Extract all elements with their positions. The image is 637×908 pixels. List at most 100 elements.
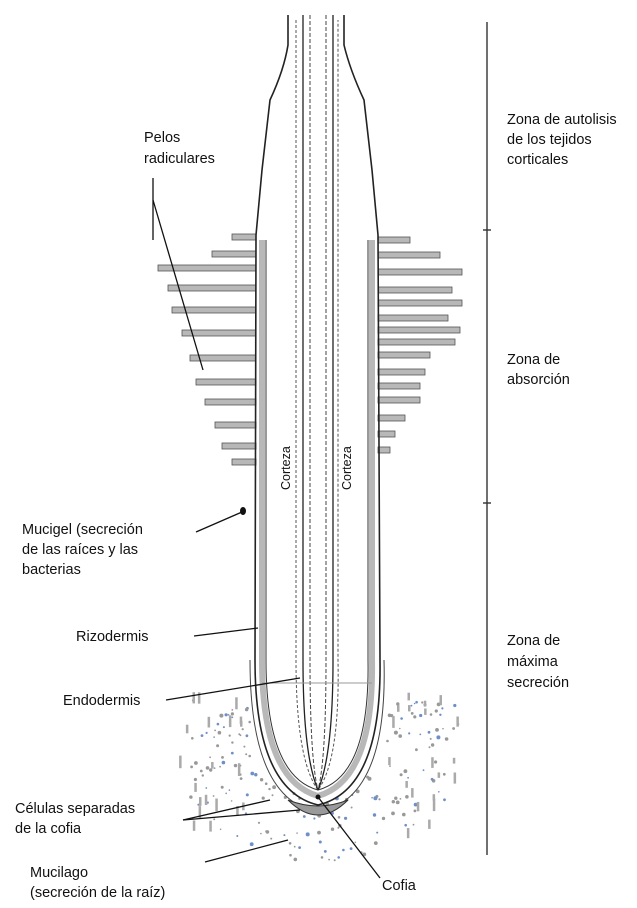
root-hair [378,352,430,358]
mucilage-particle [430,738,432,740]
mucilage-particle [374,841,378,845]
root-hair [215,422,256,428]
sloughed-cell [205,795,208,805]
mucilage-particle [407,777,409,779]
cofia-marker [316,795,321,800]
mucilage-particle [404,824,407,827]
sloughed-cell [208,717,211,728]
mucilage-particle [306,832,310,836]
mucilage-particle [391,812,395,816]
mucilage-particle [266,830,270,834]
mucilage-particle [209,768,212,771]
endodermis-label: Endodermis [63,693,140,709]
sloughed-cell [433,794,436,800]
sloughed-cell [392,716,395,728]
mucilage-particle [214,767,216,769]
mucilage-particle [218,731,222,735]
root-hair [378,269,462,275]
mucilage-particle [262,797,265,800]
mucilage-particle [386,740,389,743]
mucilage-particle [350,847,353,850]
mucilage-particle [231,752,234,755]
sloughed-cell [405,781,408,788]
mucilage-particle [442,728,444,730]
celulas-label: Células separadas de la cofia [15,801,139,837]
zone-bracket [483,22,491,855]
mucilage-particle [405,795,409,799]
mucilage-particle [214,730,216,732]
mucilage-particle [254,773,257,776]
mucilage-particle [190,766,193,769]
stele-right-inner [318,15,326,790]
mucilage-particle [438,791,440,793]
mucilage-particle [202,774,204,776]
mucilage-particle [373,813,376,816]
mucilage-particle [268,788,270,790]
mucilage-particle [328,859,330,861]
stele-left-inner [310,15,318,790]
mucilage-particle [246,734,249,737]
sloughed-cell [417,802,420,811]
mucilage-particle [194,778,197,781]
mucilage-particle [366,776,369,779]
rizodermis-tissue [262,240,372,796]
mucilage-particle [231,800,233,802]
mucilage-particle [404,769,408,773]
corteza-right-label: Corteza [340,446,354,490]
mucilage-particle [331,828,334,831]
mucilage-particle [250,772,254,776]
mucilage-particle [414,703,416,705]
mucilage-particle [413,824,415,826]
endodermis-leader [166,678,300,700]
root-hair [378,252,440,258]
mucilage-particle [245,708,248,711]
rizodermis-leader [194,628,258,636]
root-hair [205,399,256,405]
mucilage-particle [234,764,237,767]
mucilage-particle [445,737,449,741]
mucilage-particle [428,731,431,734]
mucilage-particle [337,856,340,859]
mucilage-particle [213,795,215,797]
mucilage-particle [221,786,224,789]
mucilage-particle [219,714,223,718]
mucilage-particle [452,727,455,730]
root-hair [196,379,256,385]
mucilage-particle [217,723,220,726]
root-hair [378,339,455,345]
zone-secrecion-label: Zona de máxima secreción [507,633,569,691]
cofia-leader [318,797,380,878]
sloughed-cell [209,821,212,832]
mucilage-particle [258,822,260,824]
mucilage-particles [179,692,459,861]
mucilage-particle [453,704,456,707]
mucilage-particle [443,798,446,801]
mucilage-particle [435,709,438,712]
sloughed-cell [456,717,459,727]
mucilage-particle [338,816,341,819]
mucilage-particle [388,714,392,718]
mucilage-particle [209,756,211,758]
mucilage-particle [289,854,292,857]
mucilage-particle [371,797,373,799]
root-hair [378,287,452,293]
root-hair [378,369,425,375]
mucilage-particle [394,797,397,800]
mucilage-particle [319,841,322,844]
mucilage-particle [225,713,228,716]
mucilage-particle [246,793,249,796]
mucilage-particle [419,734,421,736]
sloughed-cell [428,820,431,829]
mucilage-particle [435,728,439,732]
mucilage-particle [411,705,413,707]
root-hair [378,237,410,243]
sloughed-cell [408,693,411,701]
mucilage-particle [270,838,272,840]
mucilage-particle [431,778,434,781]
mucilage-particle [392,800,395,803]
mucilage-particle [298,846,301,849]
mucilage-particle [272,785,276,789]
mucilage-particle [313,817,315,819]
rizodermis-inner-line [266,240,368,790]
